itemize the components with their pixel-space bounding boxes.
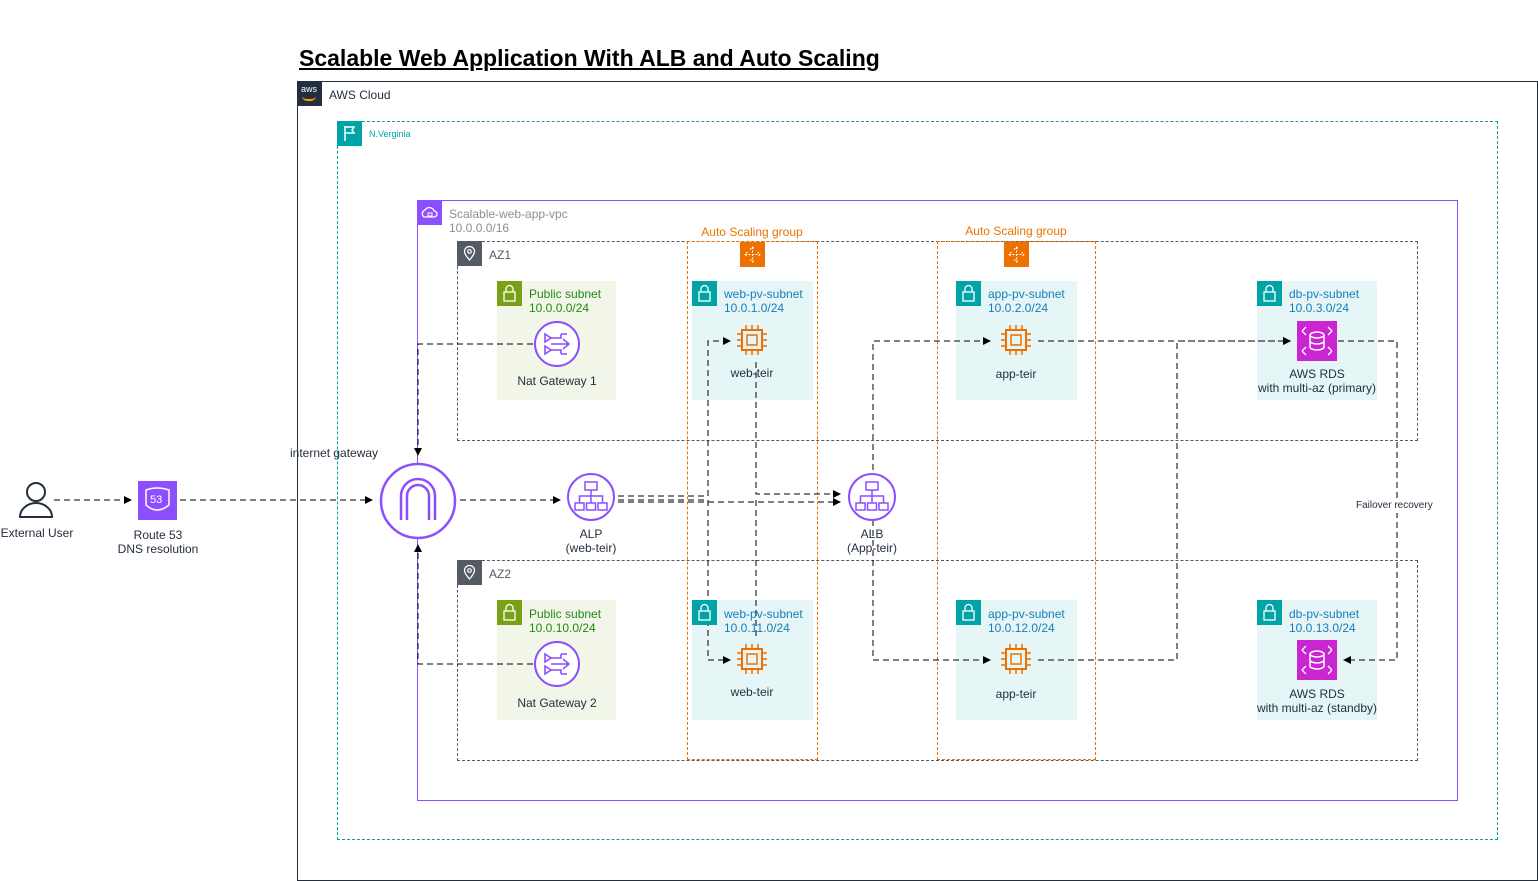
app-tier-az2-label: app-teir: [995, 687, 1037, 701]
internet-gateway-icon[interactable]: [379, 462, 457, 540]
web-asg-label: Auto Scaling group: [701, 225, 803, 239]
az1-db-subnet-name: db-pv-subnet: [1289, 287, 1360, 301]
vpc-name: Scalable-web-app-vpc: [449, 207, 568, 221]
az2-label: AZ2: [489, 567, 512, 581]
route53-label: Route 53: [133, 528, 183, 542]
az1-public-subnet-name: Public subnet: [529, 287, 602, 301]
region-flag-icon: [337, 121, 362, 146]
web-tier-az2-label: web-teir: [730, 685, 774, 699]
vpc-cidr: 10.0.0.0/16: [449, 221, 510, 235]
nat-gateway-1-icon[interactable]: [533, 320, 581, 368]
external-user-label: External User: [0, 526, 74, 540]
rds-standby-sublabel: with multi-az (standby): [1256, 701, 1378, 715]
rds-primary-icon[interactable]: [1297, 321, 1337, 361]
az1-app-subnet-cidr: 10.0.2.0/24: [988, 301, 1049, 315]
region-group: [337, 121, 1498, 840]
az2-web-subnet-lock-icon: [692, 600, 717, 625]
route53-sublabel: DNS resolution: [117, 542, 199, 556]
web1-to-alb-line: [755, 362, 841, 498]
az2-location-icon: [457, 560, 482, 585]
az2-db-subnet-lock-icon: [1257, 600, 1282, 625]
web-tier-az1-ec2-icon[interactable]: [733, 321, 771, 359]
nat-gateway-1-label: Nat Gateway 1: [517, 374, 597, 388]
failover-label: Failover recovery: [1356, 499, 1433, 513]
alb-app-tier-icon[interactable]: [847, 472, 897, 522]
az2-db-subnet-name: db-pv-subnet: [1289, 607, 1360, 621]
app-asg-icon: [1004, 242, 1029, 267]
vpc-cloud-icon: [417, 200, 442, 225]
az1-public-subnet-lock-icon: [497, 281, 522, 306]
aws-cloud-label: AWS Cloud: [329, 88, 391, 102]
web-asg-group: [687, 241, 818, 760]
web-tier-az2-ec2-icon[interactable]: [733, 640, 771, 678]
az2-web-subnet-name: web-pv-subnet: [724, 607, 803, 621]
alp-to-web1-line: [618, 337, 731, 497]
app-asg-label: Auto Scaling group: [965, 224, 1067, 238]
az2-web-subnet-cidr: 10.0.11.0/24: [724, 621, 790, 635]
rds-primary-label: AWS RDS: [1289, 367, 1345, 381]
az1-web-subnet-lock-icon: [692, 281, 717, 306]
az1-public-subnet-cidr: 10.0.0.0/24: [529, 301, 590, 315]
app-asg-group: [937, 241, 1096, 760]
az2-app-subnet-lock-icon: [956, 600, 981, 625]
az2-public-subnet-name: Public subnet: [529, 607, 602, 621]
az1-label: AZ1: [489, 248, 512, 262]
az1-web-subnet-name: web-pv-subnet: [724, 287, 803, 301]
az1-db-subnet-cidr: 10.0.3.0/24: [1289, 301, 1350, 315]
az1-location-icon: [457, 241, 482, 266]
app-tier-az1-ec2-icon[interactable]: [997, 321, 1035, 359]
rds-primary-sublabel: with multi-az (primary): [1257, 381, 1377, 395]
app-tier-az1-label: app-teir: [995, 367, 1037, 381]
az1-web-subnet-cidr: 10.0.1.0/24: [724, 301, 785, 315]
aws-logo-icon: aws: [297, 81, 322, 106]
nat-gateway-2-icon[interactable]: [533, 640, 581, 688]
route53-badge-text: 53: [150, 494, 163, 506]
internet-gateway-label: internet gateway: [290, 446, 379, 460]
alb-web-tier-label: ALP: [579, 527, 603, 541]
az2-public-subnet-cidr: 10.0.10.0/24: [529, 621, 596, 635]
az1-app-subnet-name: app-pv-subnet: [988, 287, 1065, 301]
nat1-to-igw-line: [414, 343, 533, 456]
region-label: N.Verginia: [369, 129, 411, 139]
alb-web-tier-sublabel: (web-teir): [565, 541, 617, 555]
diagram-title: Scalable Web Application With ALB and Au…: [299, 45, 880, 71]
route53-icon[interactable]: 53: [138, 481, 177, 520]
web-asg-icon: [740, 242, 765, 267]
rds-standby-label: AWS RDS: [1289, 687, 1345, 701]
user-icon[interactable]: [17, 479, 55, 519]
alb-app-tier-sublabel: (App-teir): [846, 541, 898, 555]
alb-to-app1-line: [872, 337, 991, 480]
nat-gateway-2-label: Nat Gateway 2: [517, 696, 597, 710]
app-tier-az2-ec2-icon[interactable]: [997, 640, 1035, 678]
az1-db-subnet-lock-icon: [1257, 281, 1282, 306]
az2-db-subnet-cidr: 10.0.13.0/24: [1289, 621, 1356, 635]
rds-standby-icon[interactable]: [1297, 640, 1337, 680]
az2-app-subnet-name: app-pv-subnet: [988, 607, 1065, 621]
az2-public-subnet-lock-icon: [497, 600, 522, 625]
rds-failover-line: [1338, 340, 1398, 664]
web-tier-az1-label: web-teir: [730, 366, 774, 380]
az1-app-subnet-lock-icon: [956, 281, 981, 306]
alp-to-web2-line: [618, 499, 731, 664]
app2-to-rds1-line: [1038, 337, 1291, 661]
alb-app-tier-label: ALB: [860, 527, 884, 541]
nat2-to-igw-line: [414, 544, 533, 665]
alb-web-tier-icon[interactable]: [566, 472, 616, 522]
alb-to-app2-line: [872, 520, 991, 664]
az2-app-subnet-cidr: 10.0.12.0/24: [988, 621, 1055, 635]
